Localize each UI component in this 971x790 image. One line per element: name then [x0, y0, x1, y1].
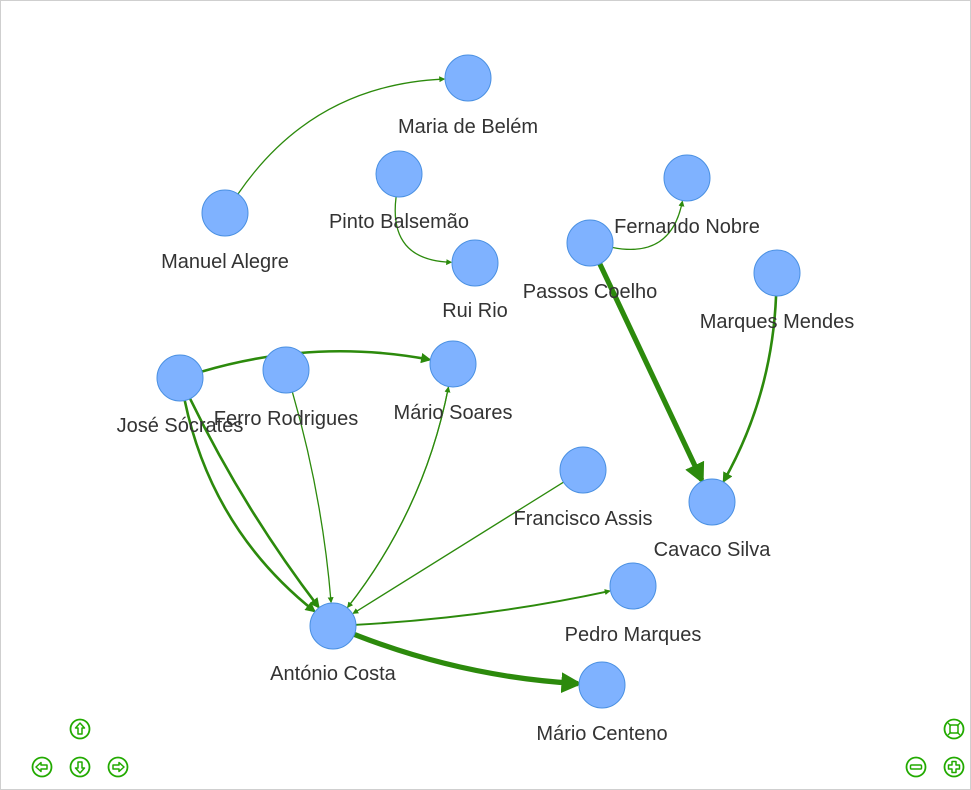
- zoom-out-button[interactable]: [905, 756, 927, 778]
- edge-jose-socrates-to-antonio-costa[interactable]: [188, 398, 320, 609]
- node-circle[interactable]: [609, 562, 657, 610]
- node-fernando-nobre[interactable]: Fernando Nobre: [614, 154, 760, 238]
- nav-right-button[interactable]: [107, 756, 129, 778]
- node-label: Pinto Balsemão: [329, 211, 469, 233]
- node-circle[interactable]: [753, 249, 801, 297]
- node-mario-centeno[interactable]: Mário Centeno: [536, 661, 668, 745]
- node-circle[interactable]: [451, 239, 499, 287]
- nav-down-button[interactable]: [69, 756, 91, 778]
- arrow-right-icon: [107, 756, 129, 778]
- node-antonio-costa[interactable]: António Costa: [270, 602, 397, 685]
- edge-antonio-costa-to-mario-soares[interactable]: [346, 386, 451, 609]
- nav-up-button[interactable]: [69, 718, 91, 740]
- nav-left-button[interactable]: [31, 756, 53, 778]
- node-rui-rio[interactable]: Rui Rio: [442, 239, 508, 322]
- node-circle[interactable]: [309, 602, 357, 650]
- node-label: António Costa: [270, 663, 397, 685]
- edge-francisco-assis-to-antonio-costa[interactable]: [352, 481, 564, 614]
- node-circle[interactable]: [262, 346, 310, 394]
- arrow-down-icon: [69, 756, 91, 778]
- edge-jose-socrates-to-antonio-costa[interactable]: [183, 400, 316, 613]
- node-manuel-alegre[interactable]: Manuel Alegre: [161, 189, 289, 273]
- node-ferro-rodrigues[interactable]: Ferro Rodrigues: [214, 346, 359, 430]
- edge-pinto-balsemao-to-rui-rio[interactable]: [394, 196, 453, 266]
- zoom-extends-icon: [943, 718, 965, 740]
- edge-passos-coelho-to-cavaco-silva[interactable]: [597, 262, 705, 485]
- edge-jose-socrates-to-mario-soares[interactable]: [201, 349, 432, 373]
- node-francisco-assis[interactable]: Francisco Assis: [514, 446, 653, 530]
- node-circle[interactable]: [444, 54, 492, 102]
- node-pedro-marques[interactable]: Pedro Marques: [565, 562, 702, 646]
- zoom-out-icon: [905, 756, 927, 778]
- edge-ferro-rodrigues-to-antonio-costa[interactable]: [291, 391, 334, 604]
- arrow-up-icon: [69, 718, 91, 740]
- node-label: Rui Rio: [442, 300, 508, 322]
- node-marques-mendes[interactable]: Marques Mendes: [700, 249, 855, 333]
- node-passos-coelho[interactable]: Passos Coelho: [523, 219, 658, 303]
- zoom-extends-button[interactable]: [943, 718, 965, 740]
- node-label: Passos Coelho: [523, 281, 658, 303]
- node-cavaco-silva[interactable]: Cavaco Silva: [654, 478, 772, 561]
- zoom-in-icon: [943, 756, 965, 778]
- node-circle[interactable]: [429, 340, 477, 388]
- node-circle[interactable]: [201, 189, 249, 237]
- node-circle[interactable]: [663, 154, 711, 202]
- node-circle[interactable]: [566, 219, 614, 267]
- node-mario-soares[interactable]: Mário Soares: [394, 340, 513, 424]
- edge-marques-mendes-to-cavaco-silva[interactable]: [722, 295, 778, 483]
- node-label: Fernando Nobre: [614, 216, 760, 238]
- edge-antonio-costa-to-pedro-marques[interactable]: [355, 589, 611, 626]
- node-jose-socrates[interactable]: José Sócrates: [117, 354, 244, 437]
- node-label: Maria de Belém: [398, 116, 538, 138]
- node-circle[interactable]: [688, 478, 736, 526]
- node-label: Mário Soares: [394, 402, 513, 424]
- node-label: Marques Mendes: [700, 311, 855, 333]
- node-circle[interactable]: [578, 661, 626, 709]
- node-label: Manuel Alegre: [161, 251, 289, 273]
- edge-manuel-alegre-to-maria-de-belem[interactable]: [237, 76, 446, 195]
- edge-antonio-costa-to-mario-centeno[interactable]: [353, 631, 583, 694]
- arrow-left-icon: [31, 756, 53, 778]
- node-label: Ferro Rodrigues: [214, 408, 359, 430]
- node-label: José Sócrates: [117, 415, 244, 437]
- node-label: Cavaco Silva: [654, 539, 772, 561]
- node-label: Francisco Assis: [514, 508, 653, 530]
- edges-layer: [183, 76, 778, 694]
- node-circle[interactable]: [559, 446, 607, 494]
- edge-passos-coelho-to-fernando-nobre[interactable]: [612, 200, 685, 251]
- node-circle[interactable]: [156, 354, 204, 402]
- node-label: Pedro Marques: [565, 624, 702, 646]
- node-maria-de-belem[interactable]: Maria de Belém: [398, 54, 538, 138]
- node-pinto-balsemao[interactable]: Pinto Balsemão: [329, 150, 469, 233]
- node-circle[interactable]: [375, 150, 423, 198]
- zoom-in-button[interactable]: [943, 756, 965, 778]
- node-label: Mário Centeno: [536, 723, 667, 745]
